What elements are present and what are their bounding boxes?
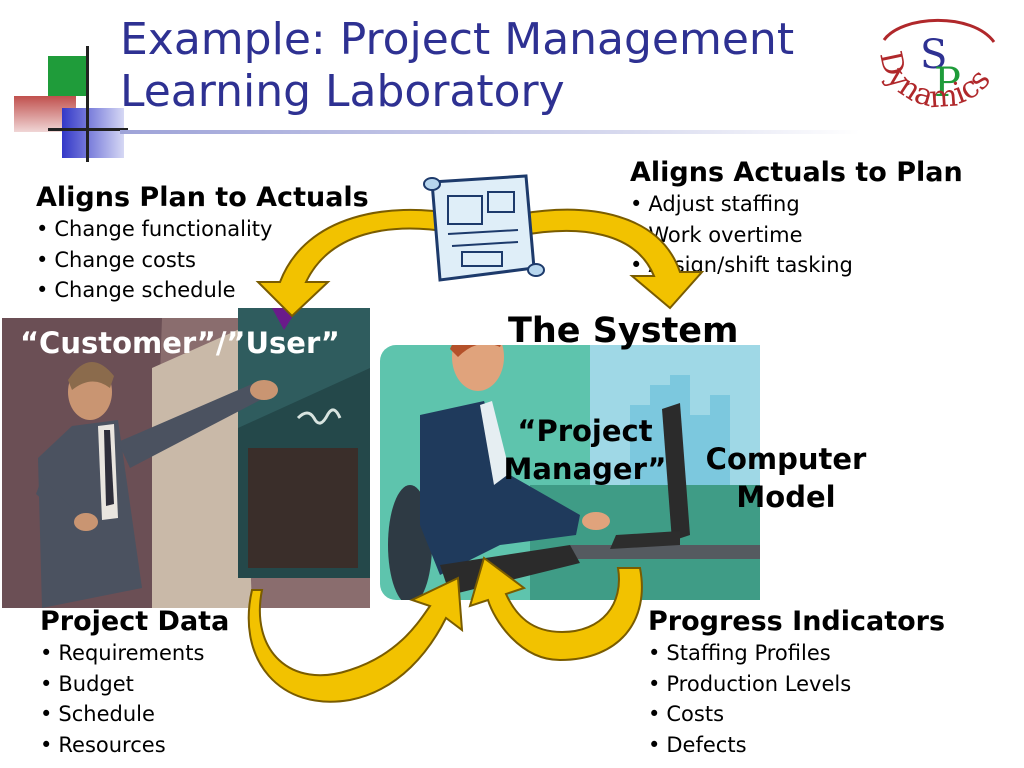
list-item: •Assign/shift tasking	[630, 250, 963, 281]
bullet: •	[36, 217, 48, 241]
title-line-1: Example: Project Management	[120, 14, 794, 66]
list-item-text: Schedule	[58, 702, 155, 726]
list-item-text: Production Levels	[666, 672, 851, 696]
list-item: •Change schedule	[36, 275, 369, 306]
bullet: •	[648, 672, 660, 696]
bullet: •	[630, 223, 642, 247]
desk-shadow	[248, 448, 358, 568]
list-item: •Budget	[40, 669, 229, 700]
manager-hand	[582, 512, 610, 530]
bullet: •	[630, 253, 642, 277]
bullet: •	[648, 641, 660, 665]
list-item-text: Requirements	[58, 641, 204, 665]
project-manager-line-1: “Project	[500, 412, 670, 450]
project-manager-label: “Project Manager”	[500, 412, 670, 488]
computer-model-label: Computer Model	[696, 440, 876, 516]
computer-model-line-2: Model	[696, 478, 876, 516]
decor-horizontal-line	[48, 128, 128, 131]
list-item-text: Change schedule	[54, 278, 235, 302]
list-item-text: Staffing Profiles	[666, 641, 830, 665]
actuals-to-plan-heading: Aligns Actuals to Plan	[630, 157, 963, 189]
scroll-sheet	[432, 176, 534, 280]
list-item-text: Adjust staffing	[648, 192, 799, 216]
title-line-2: Learning Laboratory	[120, 66, 794, 118]
list-item-text: Work overtime	[648, 223, 802, 247]
spd-logo: S P Dynamics	[862, 10, 1012, 140]
scroll-roll-bottom	[528, 264, 544, 276]
bullet: •	[648, 733, 660, 757]
plan-to-actuals-block: Aligns Plan to Actuals •Change functiona…	[36, 182, 369, 306]
desk	[570, 545, 760, 559]
customer-user-label: “Customer”/”User”	[20, 324, 340, 362]
project-data-block: Project Data •Requirements •Budget •Sche…	[40, 606, 229, 760]
list-item: •Staffing Profiles	[648, 638, 945, 669]
list-item: •Schedule	[40, 699, 229, 730]
list-item-text: Change functionality	[54, 217, 272, 241]
presenter-left-hand	[74, 513, 98, 531]
list-item: •Adjust staffing	[630, 189, 963, 220]
list-item: •Resources	[40, 730, 229, 761]
bullet: •	[40, 702, 52, 726]
decor-square-green	[48, 56, 88, 96]
progress-indicators-block: Progress Indicators •Staffing Profiles •…	[648, 606, 945, 760]
list-item-text: Defects	[666, 733, 746, 757]
bullet: •	[40, 641, 52, 665]
bullet: •	[40, 733, 52, 757]
slide-title: Example: Project Management Learning Lab…	[120, 14, 794, 118]
plan-to-actuals-heading: Aligns Plan to Actuals	[36, 182, 369, 214]
bullet: •	[630, 192, 642, 216]
list-item-text: Change costs	[54, 248, 196, 272]
list-item-text: Resources	[58, 733, 165, 757]
system-label: The System	[508, 312, 739, 350]
progress-indicators-heading: Progress Indicators	[648, 606, 945, 638]
bullet: •	[648, 702, 660, 726]
list-item: •Change costs	[36, 245, 369, 276]
list-item: •Change functionality	[36, 214, 369, 245]
project-manager-line-2: Manager”	[500, 450, 670, 488]
list-item: •Work overtime	[630, 220, 963, 251]
list-item: •Production Levels	[648, 669, 945, 700]
bullet: •	[40, 672, 52, 696]
list-item: •Requirements	[40, 638, 229, 669]
computer-model-line-1: Computer	[696, 440, 876, 478]
list-item-text: Budget	[58, 672, 134, 696]
list-item-text: Assign/shift tasking	[648, 253, 853, 277]
backdrop-light-panel	[152, 328, 252, 608]
bullet: •	[36, 248, 48, 272]
actuals-to-plan-block: Aligns Actuals to Plan •Adjust staffing …	[630, 157, 963, 281]
decor-square-blue	[62, 108, 124, 158]
project-data-heading: Project Data	[40, 606, 229, 638]
list-item-text: Costs	[666, 702, 724, 726]
list-item: •Defects	[648, 730, 945, 761]
list-item: •Costs	[648, 699, 945, 730]
scroll-roll-top	[424, 178, 440, 190]
bullet: •	[36, 278, 48, 302]
blueprint-scroll-icon	[418, 172, 546, 288]
title-underline	[120, 130, 860, 134]
decor-vertical-line	[86, 46, 89, 162]
presenter-hand	[250, 380, 278, 400]
